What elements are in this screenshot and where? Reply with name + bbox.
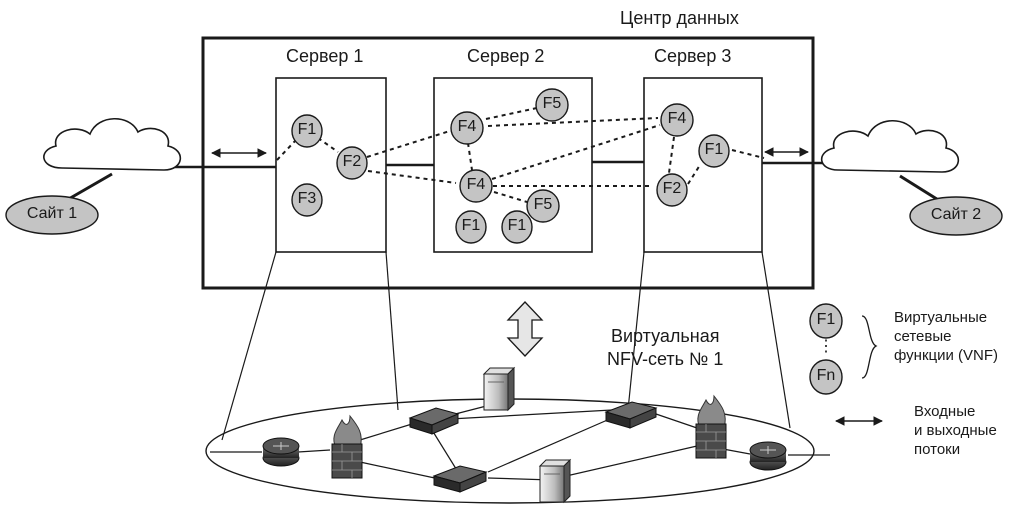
legend-node-f1-label: F1 — [816, 311, 836, 328]
node-s1-f1 — [291, 114, 323, 148]
legend-node-f1 — [809, 303, 843, 339]
legend-vnf-line-1: Виртуальные — [894, 309, 988, 326]
node-s3-f1-label: F1 — [704, 141, 724, 158]
vnf-dotted-links — [276, 107, 765, 203]
rack-server-top-icon — [482, 366, 516, 412]
node-s2-f4-mid-label: F4 — [466, 176, 486, 193]
site-1-ellipse — [5, 195, 99, 235]
server-3-box — [643, 77, 763, 253]
node-s3-f2 — [656, 173, 688, 207]
legend-node-fn — [809, 359, 843, 395]
function-nodes — [291, 88, 843, 395]
cloud-right-icon — [820, 120, 960, 173]
projection-lines — [221, 251, 791, 441]
node-s3-f1 — [698, 134, 730, 168]
node-s1-f3 — [291, 183, 323, 217]
node-s2-f1-a-label: F1 — [461, 217, 481, 234]
legend-flows-line-1: Входные — [914, 403, 976, 420]
node-s2-f1-b — [501, 210, 533, 244]
router-left-icon — [262, 437, 300, 467]
legend-vnf-line-3: функции (VNF) — [894, 347, 999, 364]
rack-server-bottom-icon — [538, 458, 572, 504]
node-s2-f4-top-label: F4 — [457, 118, 477, 135]
node-s3-f2-label: F2 — [662, 180, 682, 197]
server-3-label: Сервер 3 — [654, 46, 732, 66]
site-2-ellipse — [909, 196, 1003, 236]
site-1-label: Сайт 1 — [26, 205, 78, 222]
switch-right-icon — [604, 401, 658, 429]
site-2-label: Сайт 2 — [930, 206, 982, 223]
node-s2-f4-mid — [459, 169, 493, 203]
datacenter-title: Центр данных — [620, 8, 739, 28]
node-s2-f5-low — [526, 189, 560, 223]
virtual-network-title-1: Виртуальная — [611, 326, 720, 346]
firewall-left-icon — [331, 414, 363, 479]
server-1-label: Сервер 1 — [286, 46, 364, 66]
node-s2-f5-low-label: F5 — [533, 196, 553, 213]
switch-bottom-icon — [432, 465, 488, 493]
node-s1-f2 — [336, 146, 368, 180]
legend-ellipsis: ⋮ — [818, 338, 834, 355]
node-s2-f1-b-label: F1 — [507, 217, 527, 234]
firewall-right-icon — [695, 394, 727, 459]
vnet-links — [297, 402, 751, 483]
node-s2-f5-top — [535, 88, 569, 122]
legend-bracket — [861, 315, 878, 379]
server-1-box — [275, 77, 387, 253]
mapping-double-arrow — [506, 301, 544, 357]
node-s1-f2-label: F2 — [342, 153, 362, 170]
node-s3-f4-label: F4 — [667, 110, 687, 127]
server-2-label: Сервер 2 — [467, 46, 545, 66]
legend-vnf-line-2: сетевые — [894, 328, 952, 345]
legend-flows-line-3: потоки — [914, 441, 961, 458]
node-s2-f4-top — [450, 111, 484, 145]
legend-node-fn-label: Fn — [816, 367, 836, 384]
router-right-icon — [749, 441, 787, 471]
node-s1-f3-label: F3 — [297, 190, 317, 207]
switch-left-icon — [408, 407, 460, 435]
legend-flows-line-2: и выходные — [914, 422, 997, 439]
virtual-network-title-2: NFV-сеть № 1 — [607, 349, 724, 369]
node-s1-f1-label: F1 — [297, 121, 317, 138]
node-s2-f5-top-label: F5 — [542, 95, 562, 112]
node-s3-f4 — [660, 103, 694, 137]
cloud-left-icon — [43, 118, 182, 171]
node-s2-f1-a — [455, 210, 487, 244]
